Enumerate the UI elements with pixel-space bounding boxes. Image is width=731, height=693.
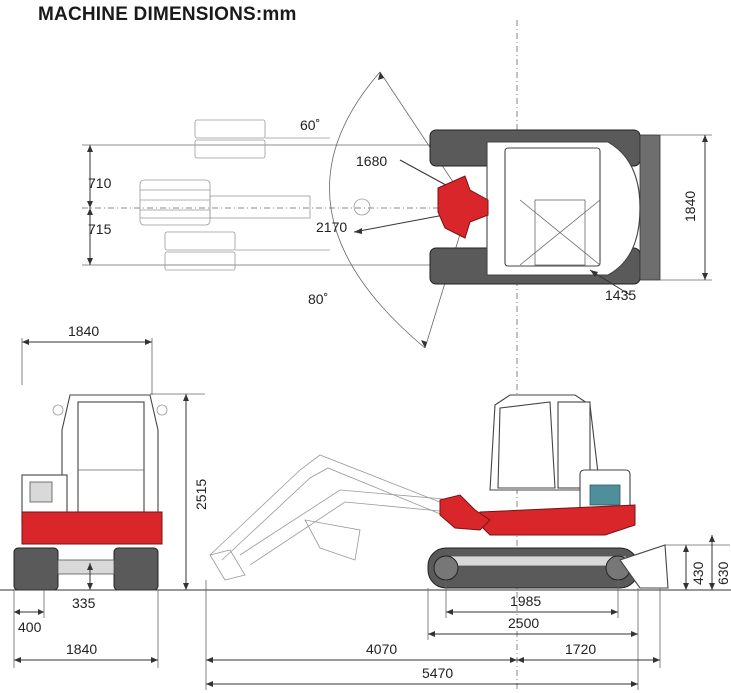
top-view: 710 715 60˚ 80˚ bbox=[82, 20, 712, 690]
front-track-right bbox=[113, 547, 159, 591]
blade-top bbox=[639, 134, 661, 281]
bucket-ghost-top bbox=[139, 179, 311, 226]
boom-foot-red bbox=[439, 494, 491, 531]
angle-right-label: 80˚ bbox=[308, 291, 328, 307]
front-chassis-red bbox=[21, 511, 163, 545]
ground-clearance-label: 335 bbox=[72, 595, 96, 611]
width-label: 1840 bbox=[682, 191, 698, 222]
side-blade bbox=[619, 544, 669, 589]
boom-offset-1-label: 1680 bbox=[356, 153, 387, 169]
swing-ghost-lower bbox=[164, 231, 330, 271]
front-track-left bbox=[13, 547, 59, 591]
front-view: 1840 2515 335 400 bbox=[0, 323, 731, 668]
front-top-width-label: 1840 bbox=[68, 323, 99, 339]
offset-upper-label: 710 bbox=[88, 175, 112, 191]
angle-left-label: 60˚ bbox=[300, 117, 320, 133]
tumbler-distance-label: 1985 bbox=[510, 593, 541, 609]
swing-arc bbox=[329, 71, 426, 349]
page-title: MACHINE DIMENSIONS:mm bbox=[38, 4, 297, 25]
swing-ghost-upper bbox=[194, 119, 330, 159]
rear-length-label: 1720 bbox=[565, 641, 596, 657]
blade-height-label: 430 bbox=[690, 561, 706, 585]
rear-radius-label: 1435 bbox=[605, 287, 636, 303]
blade-max-label: 630 bbox=[715, 561, 731, 585]
boom-offset-2-label: 2170 bbox=[316, 219, 347, 235]
offset-lower-label: 715 bbox=[88, 221, 112, 237]
engine-grille bbox=[589, 484, 621, 506]
front-bottom-width-label: 1840 bbox=[66, 641, 97, 657]
overall-length-label: 5470 bbox=[422, 665, 453, 681]
track-width-label: 400 bbox=[18, 619, 42, 635]
side-view: 430 630 1985 2500 4070 1720 5 bbox=[205, 394, 731, 690]
track-length-label: 2500 bbox=[508, 615, 539, 631]
front-height-label: 2515 bbox=[193, 479, 209, 510]
boom-swing-red bbox=[437, 175, 489, 239]
arm-ghost bbox=[209, 454, 461, 581]
side-chassis-red bbox=[479, 504, 636, 536]
front-length-label: 4070 bbox=[366, 641, 397, 657]
